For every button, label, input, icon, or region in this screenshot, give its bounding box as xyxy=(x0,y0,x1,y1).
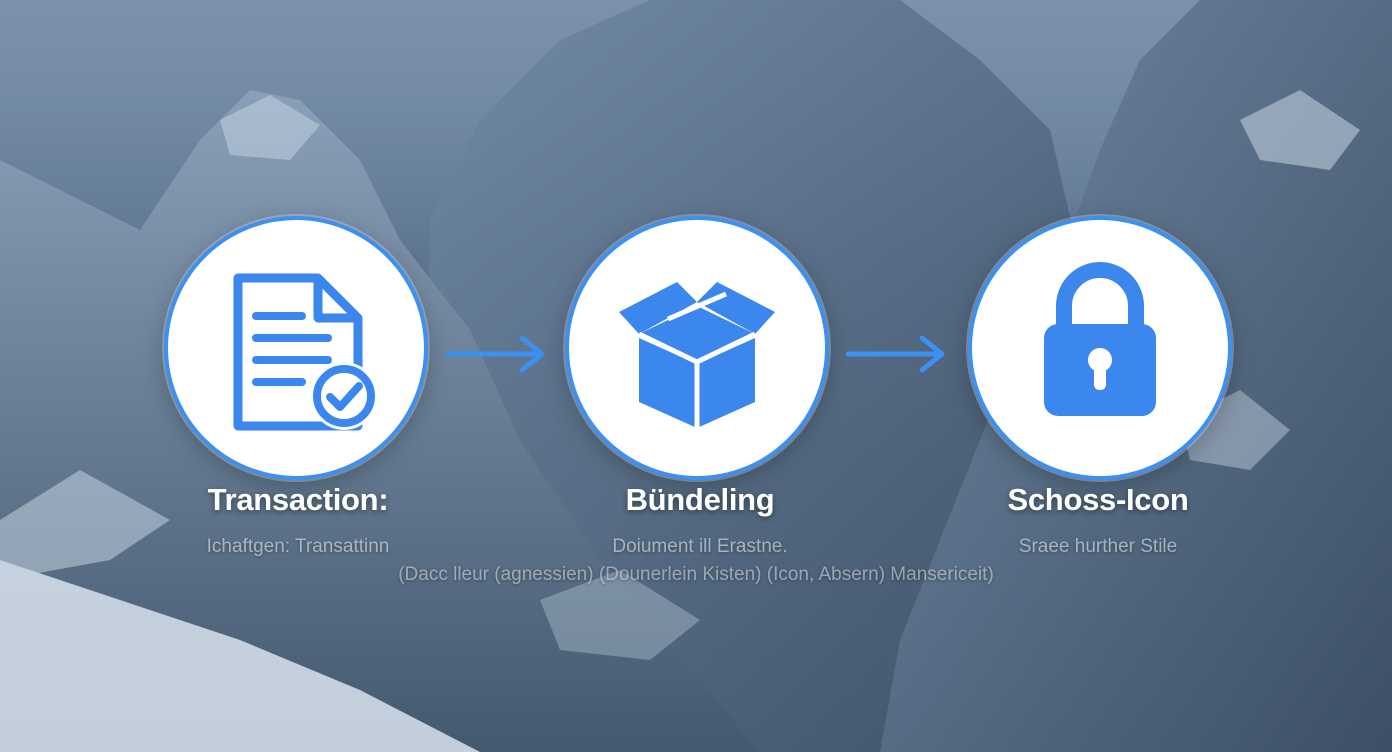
arrow-right-icon xyxy=(446,335,545,373)
step-3-subtitle: Sraee hurther Stile xyxy=(1018,536,1178,557)
step-2-title: Bündeling xyxy=(625,482,775,517)
step-2-subtitle: Doiument ill Erastne. xyxy=(612,536,788,557)
step-3-circle xyxy=(968,216,1232,480)
open-box-icon xyxy=(619,282,775,428)
step-1-title: Transaction: xyxy=(207,482,389,517)
padlock-icon xyxy=(1044,262,1156,416)
step-3-title: Schoss-Icon xyxy=(1007,482,1189,517)
caption-line: (Dacc lleur (agnessien) (Dounerlein Kist… xyxy=(398,564,994,585)
step-1-circle xyxy=(164,216,428,480)
step-1-subtitle: Ichaftgen: Transattinn xyxy=(206,536,390,557)
step-2-circle xyxy=(565,216,829,480)
arrow-right-icon xyxy=(846,335,945,373)
document-check-icon xyxy=(233,273,378,431)
